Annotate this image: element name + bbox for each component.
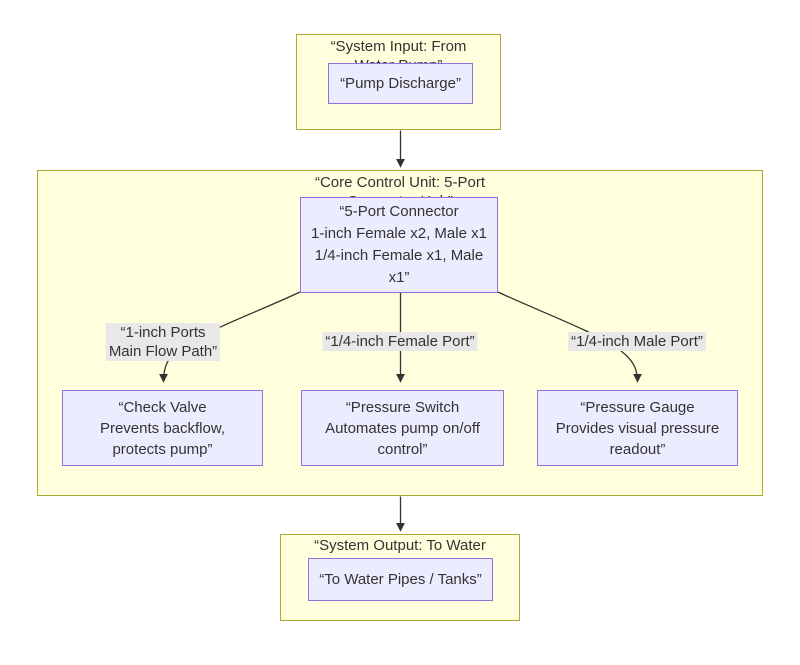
edge-label-male-port: “1/4-inch Male Port” — [568, 332, 706, 351]
node-pump-discharge: “Pump Discharge” — [328, 63, 473, 104]
node-check-valve: “Check Valve Prevents backflow, protects… — [62, 390, 263, 466]
node-pressure-gauge: “Pressure Gauge Provides visual pressure… — [537, 390, 738, 466]
edge-label-female-port: “1/4-inch Female Port” — [322, 332, 478, 351]
edge-label-main-flow-path: “1-inch Ports Main Flow Path” — [105, 323, 221, 361]
node-pressure-switch: “Pressure Switch Automates pump on/off c… — [301, 390, 504, 466]
node-5-port-connector: “5-Port Connector 1-inch Female x2, Male… — [300, 197, 498, 293]
node-water-pipes-tanks: “To Water Pipes / Tanks” — [308, 558, 493, 601]
